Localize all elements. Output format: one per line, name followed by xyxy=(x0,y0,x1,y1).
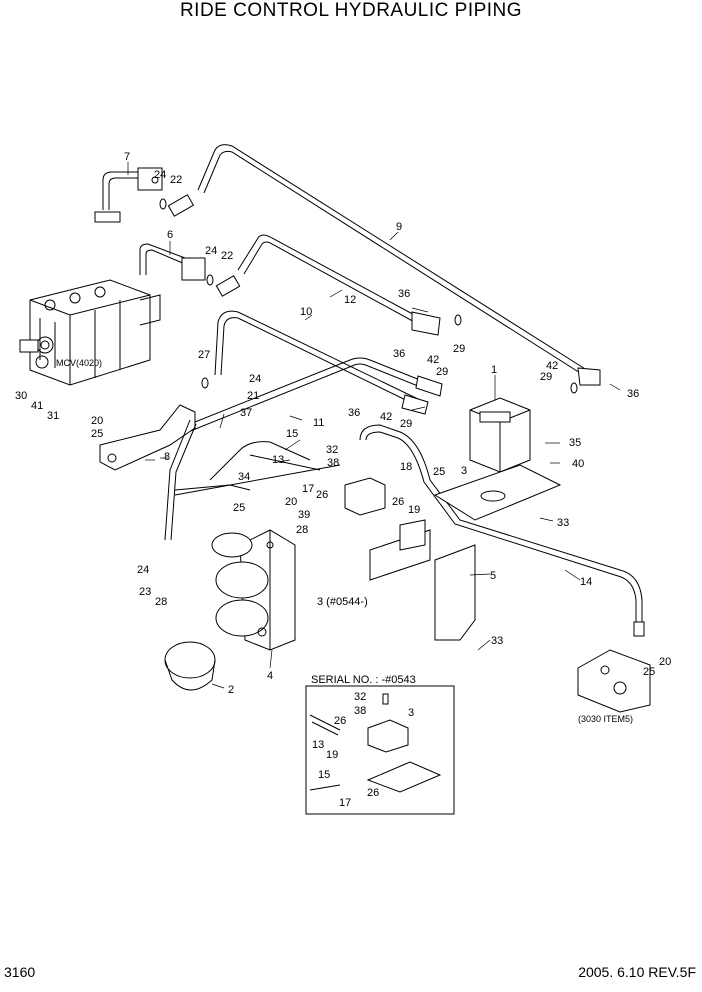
pipe-6 xyxy=(139,243,241,297)
note-ref-item: (3030 ITEM5) xyxy=(578,714,633,724)
hose-14 xyxy=(359,424,645,637)
valve-3030-item5 xyxy=(577,649,651,713)
callout-26: 26 xyxy=(392,496,404,508)
callout-6: 6 xyxy=(167,229,173,241)
callout-29: 29 xyxy=(453,343,465,355)
callout-11: 11 xyxy=(313,417,324,429)
callout-17: 17 xyxy=(339,797,351,809)
bracket-5 xyxy=(369,464,562,641)
callout-5: 5 xyxy=(490,570,496,582)
hose-10 xyxy=(201,310,429,415)
callout-21: 21 xyxy=(247,390,259,402)
callout-36: 36 xyxy=(627,388,639,400)
callout-28: 28 xyxy=(296,524,308,536)
callout-22: 22 xyxy=(221,250,233,262)
note-mcv: MCV(4020) xyxy=(56,358,102,368)
callout-32: 32 xyxy=(326,444,338,456)
callout-38: 38 xyxy=(354,705,366,717)
callout-29: 29 xyxy=(400,418,412,430)
note-serial-variant: 3 (#0544-) xyxy=(317,596,368,608)
callout-29: 29 xyxy=(436,366,448,378)
callout-19: 19 xyxy=(408,504,420,516)
callout-34: 34 xyxy=(238,471,250,483)
callout-3: 3 xyxy=(461,465,467,477)
callout-35: 35 xyxy=(569,437,581,449)
revision-date: 2005. 6.10 REV.5F xyxy=(578,964,696,980)
callout-10: 10 xyxy=(300,306,312,318)
callout-38: 38 xyxy=(327,457,339,469)
note-serial-box: SERIAL NO. : -#0543 xyxy=(311,674,416,686)
callout-25: 25 xyxy=(91,428,103,440)
callout-42: 42 xyxy=(427,354,439,366)
callout-15: 15 xyxy=(318,769,330,781)
callout-27: 27 xyxy=(198,349,210,361)
callout-8: 8 xyxy=(164,451,170,463)
page-title: RIDE CONTROL HYDRAULIC PIPING xyxy=(179,0,523,21)
callout-17: 17 xyxy=(302,483,314,495)
callout-2: 2 xyxy=(228,684,234,696)
callout-24: 24 xyxy=(154,169,166,181)
callout-20: 20 xyxy=(91,415,103,427)
callout-29: 29 xyxy=(540,371,552,383)
callout-4: 4 xyxy=(267,670,273,682)
callout-13: 13 xyxy=(312,739,324,751)
callout-26: 26 xyxy=(316,489,328,501)
leader-lines xyxy=(127,162,621,689)
callout-19: 19 xyxy=(326,749,338,761)
callout-42: 42 xyxy=(380,411,392,423)
callout-36: 36 xyxy=(398,288,410,300)
callout-26: 26 xyxy=(334,715,346,727)
callout-1: 1 xyxy=(491,364,497,376)
callout-33: 33 xyxy=(557,517,569,529)
callout-22: 22 xyxy=(170,174,182,186)
callout-18: 18 xyxy=(400,461,412,473)
callout-33: 33 xyxy=(491,635,503,647)
callout-13: 13 xyxy=(272,454,284,466)
accumulator-block-4 xyxy=(211,529,296,651)
pipe-7 xyxy=(94,167,163,223)
filter-2 xyxy=(164,641,216,691)
hose-13-15 xyxy=(174,441,341,496)
callout-42: 42 xyxy=(546,360,558,372)
hose-9 xyxy=(159,144,601,394)
valve-3 xyxy=(344,477,426,551)
callout-41: 41 xyxy=(31,400,43,412)
callout-25: 25 xyxy=(233,502,245,514)
callout-39: 39 xyxy=(298,509,310,521)
callout-28: 28 xyxy=(155,596,167,608)
callout-15: 15 xyxy=(286,428,298,440)
serial-inset-parts xyxy=(309,693,442,793)
callout-25: 25 xyxy=(433,466,445,478)
main-control-valve xyxy=(19,279,161,386)
callout-40: 40 xyxy=(572,458,584,470)
callout-31: 31 xyxy=(47,410,59,422)
callout-20: 20 xyxy=(659,656,671,668)
callout-24: 24 xyxy=(137,564,149,576)
callout-24: 24 xyxy=(205,245,217,257)
callout-20: 20 xyxy=(285,496,297,508)
callout-37: 37 xyxy=(240,407,252,419)
valve-block-1 xyxy=(469,397,531,473)
callout-36: 36 xyxy=(348,407,360,419)
callout-36: 36 xyxy=(393,348,405,360)
page-number: 3160 xyxy=(4,964,36,980)
callout-12: 12 xyxy=(344,294,356,306)
callout-9: 9 xyxy=(396,221,402,233)
hose-11 xyxy=(174,357,443,437)
callout-32: 32 xyxy=(354,691,366,703)
callout-25: 25 xyxy=(643,666,655,678)
pipe-8 xyxy=(99,404,197,541)
callout-3: 3 xyxy=(408,707,414,719)
callout-24: 24 xyxy=(249,373,261,385)
hose-12 xyxy=(237,234,462,336)
callout-7: 7 xyxy=(124,151,130,163)
callout-26: 26 xyxy=(367,787,379,799)
callout-30: 30 xyxy=(15,390,27,402)
callout-14: 14 xyxy=(580,576,592,588)
callout-23: 23 xyxy=(139,586,151,598)
